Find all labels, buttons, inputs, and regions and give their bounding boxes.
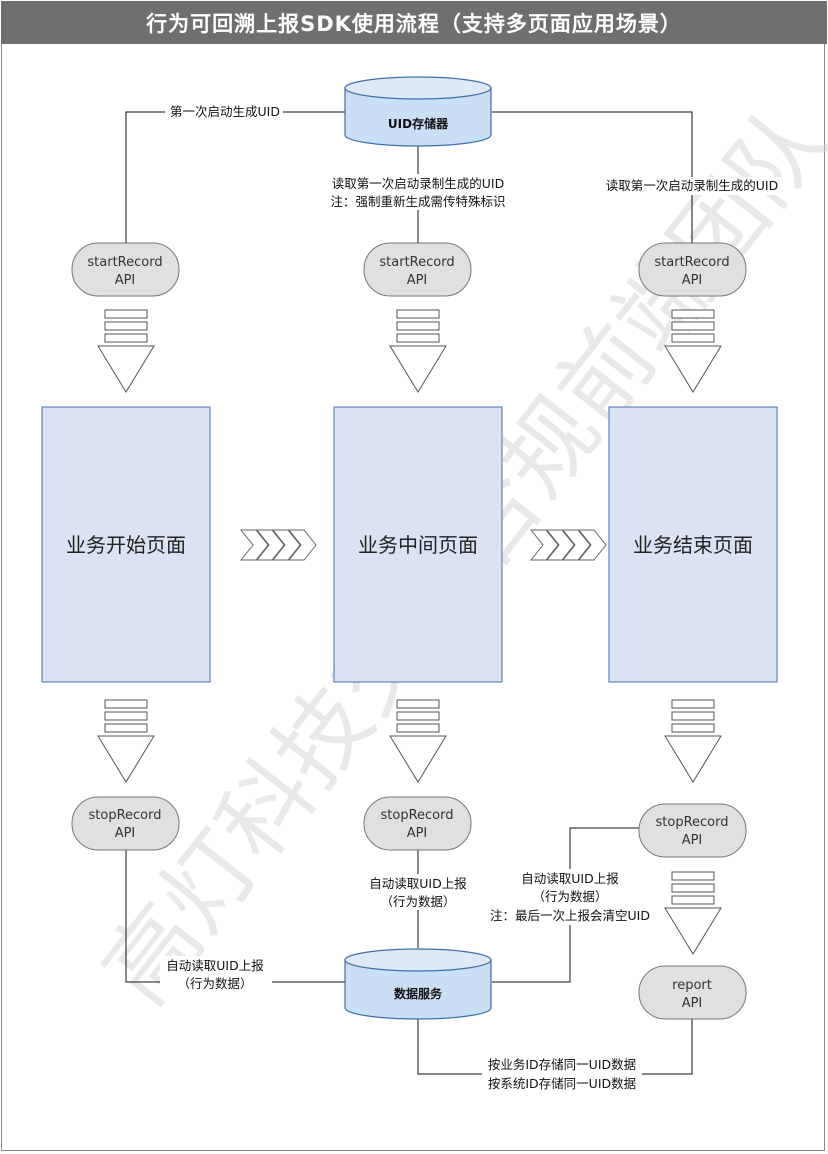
pill-stop3-line2: API bbox=[682, 833, 703, 848]
label-store-by-system: 按系统ID存储同一UID数据 bbox=[488, 1076, 636, 1091]
chevron-arrow bbox=[271, 529, 301, 561]
stop-record-api-2: stopRecord API bbox=[363, 796, 472, 851]
pill-start1-line2: API bbox=[115, 273, 136, 288]
pill-stop1-line1: stopRecord bbox=[89, 808, 162, 823]
label-auto-read-mid-2: （行为数据） bbox=[380, 894, 455, 909]
data-service-label: 数据服务 bbox=[394, 986, 443, 1001]
pill-start3-line1: startRecord bbox=[654, 255, 729, 270]
label-auto-read-end-3: 注：最后一次上报会清空UID bbox=[490, 908, 650, 923]
page-end: 业务结束页面 bbox=[608, 406, 778, 683]
down-arrow-start-to-page1 bbox=[97, 309, 155, 393]
pill-stop2-line1: stopRecord bbox=[381, 808, 454, 823]
connectors bbox=[125, 111, 693, 1075]
page-middle: 业务中间页面 bbox=[333, 406, 503, 683]
label-auto-read-left-1: 自动读取UID上报 bbox=[166, 958, 264, 973]
connector-uid-to-start-page bbox=[125, 111, 345, 243]
chevron-arrow bbox=[239, 529, 269, 561]
chevron-arrow bbox=[577, 529, 607, 561]
chevrons-middle-to-end bbox=[529, 529, 607, 561]
pill-report-line2: API bbox=[682, 996, 703, 1011]
down-arrow-page2-to-stop bbox=[389, 699, 447, 783]
chevrons-start-to-middle bbox=[239, 529, 317, 561]
page-start-label: 业务开始页面 bbox=[66, 533, 186, 557]
page-end-label: 业务结束页面 bbox=[633, 533, 753, 557]
down-arrow-page3-to-stop bbox=[664, 699, 722, 783]
pill-start2-line1: startRecord bbox=[379, 255, 454, 270]
label-store-by-business: 按业务ID存储同一UID数据 bbox=[488, 1057, 636, 1072]
label-auto-read-mid-1: 自动读取UID上报 bbox=[369, 876, 467, 891]
stop-record-api-1: stopRecord API bbox=[71, 796, 180, 851]
pill-start3-line2: API bbox=[682, 273, 703, 288]
pill-report-line1: report bbox=[672, 978, 712, 993]
pill-stop1-line2: API bbox=[115, 826, 136, 841]
start-record-api-1: startRecord API bbox=[71, 242, 180, 297]
down-arrow-start-to-page2 bbox=[389, 309, 447, 393]
pill-start1-line1: startRecord bbox=[87, 255, 162, 270]
pill-stop3-line1: stopRecord bbox=[656, 815, 729, 830]
page-middle-label: 业务中间页面 bbox=[358, 533, 478, 557]
label-read-mid-1: 读取第一次启动录制生成的UID bbox=[332, 176, 504, 191]
chevron-arrow bbox=[529, 529, 559, 561]
data-service-database: 数据服务 bbox=[344, 948, 492, 1020]
start-record-api-2: startRecord API bbox=[363, 242, 472, 297]
chevron-arrow bbox=[561, 529, 591, 561]
stop-record-api-3: stopRecord API bbox=[638, 803, 747, 858]
diagram-title: 行为可回溯上报SDK使用流程（支持多页面应用场景） bbox=[1, 1, 827, 44]
report-api: report API bbox=[638, 965, 747, 1020]
pill-stop2-line2: API bbox=[407, 826, 428, 841]
down-arrow-start-to-page3 bbox=[664, 309, 722, 393]
down-arrow-page1-to-stop bbox=[97, 699, 155, 783]
uid-store-database: UID存储器 bbox=[344, 76, 492, 147]
label-first-launch: 第一次启动生成UID bbox=[170, 104, 280, 119]
page-start: 业务开始页面 bbox=[41, 406, 211, 683]
chevron-arrow bbox=[255, 529, 285, 561]
label-auto-read-end-1: 自动读取UID上报 bbox=[521, 871, 619, 886]
label-auto-read-left-2: （行为数据） bbox=[177, 976, 252, 991]
down-arrow-stop-to-report bbox=[664, 871, 722, 955]
label-read-mid-2: 注：强制重新生成需传特殊标识 bbox=[330, 194, 505, 209]
start-record-api-3: startRecord API bbox=[638, 242, 747, 297]
connector-uid-to-end-page bbox=[492, 111, 693, 243]
pill-start2-line2: API bbox=[407, 273, 428, 288]
chevron-arrow bbox=[545, 529, 575, 561]
label-read-end: 读取第一次启动录制生成的UID bbox=[606, 178, 778, 193]
uid-store-label: UID存储器 bbox=[388, 116, 449, 131]
chevron-arrow bbox=[287, 529, 317, 561]
label-auto-read-end-2: （行为数据） bbox=[532, 889, 607, 904]
